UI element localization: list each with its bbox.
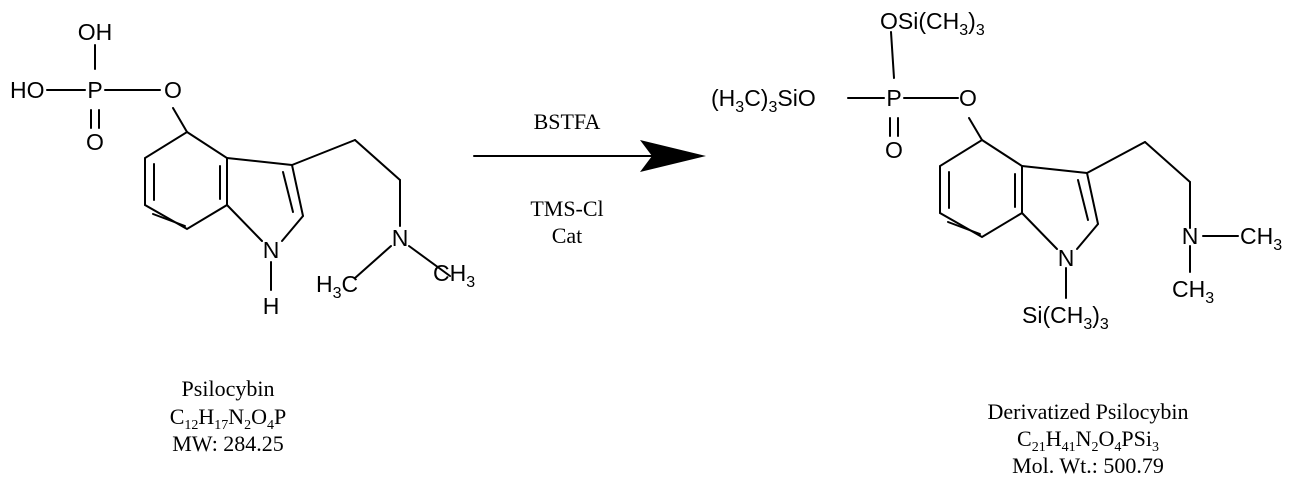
atom-phosphorus-product: P bbox=[886, 85, 901, 111]
reagent-bstfa: BSTFA bbox=[534, 109, 601, 134]
product-formula: C21H41N2O4PSi3 bbox=[1017, 426, 1159, 455]
atom-h3c: H3C bbox=[316, 271, 358, 302]
product-name: Derivatized Psilocybin bbox=[987, 399, 1188, 424]
psilocybin-caption: Psilocybin C12H17N2O4P MW: 284.25 bbox=[170, 376, 287, 456]
atom-nitrogen-ring-product: N bbox=[1058, 245, 1075, 271]
reactant-formula: C12H17N2O4P bbox=[170, 404, 287, 433]
reagent-cat: Cat bbox=[552, 223, 583, 248]
reagent-tmscl: TMS-Cl bbox=[530, 196, 603, 221]
atom-hydrogen-indole: H bbox=[263, 293, 280, 319]
atom-nitrogen-amine: N bbox=[392, 225, 409, 251]
atom-ch3-down: CH3 bbox=[1172, 276, 1214, 307]
atom-oxygen-ester: O bbox=[164, 77, 182, 103]
atom-phosphorus: P bbox=[87, 77, 102, 103]
derivatized-psilocybin-caption: Derivatized Psilocybin C21H41N2O4PSi3 Mo… bbox=[987, 399, 1188, 478]
product-mw: Mol. Wt.: 500.79 bbox=[1012, 453, 1164, 478]
atom-nitrogen-indole: N bbox=[263, 237, 280, 263]
atom-nitrogen-amine-product: N bbox=[1182, 223, 1199, 249]
atom-si-n: Si(CH3)3 bbox=[1022, 302, 1109, 333]
psilocybin-structure: OH HO P O O N H N H3C CH3 bbox=[10, 19, 475, 319]
reactant-mw: MW: 284.25 bbox=[172, 431, 284, 456]
atom-osi-top: OSi(CH3)3 bbox=[880, 8, 985, 39]
atom-oh: OH bbox=[78, 19, 113, 45]
atom-ho: HO bbox=[10, 77, 45, 103]
atom-h3c3sio: (H3C)3SiO bbox=[711, 85, 816, 116]
atom-oxygen-double: O bbox=[86, 129, 104, 155]
atom-oxygen-ester-product: O bbox=[959, 85, 977, 111]
atom-ch3-right: CH3 bbox=[1240, 223, 1282, 254]
derivatized-psilocybin-structure: OSi(CH3)3 (H3C)3SiO P O O N Si(CH3)3 N C… bbox=[711, 8, 1282, 333]
atom-ch3: CH3 bbox=[433, 260, 475, 291]
reaction-arrow: BSTFA TMS-Cl Cat bbox=[473, 109, 706, 248]
atom-oxygen-double-product: O bbox=[885, 137, 903, 163]
reactant-name: Psilocybin bbox=[182, 376, 275, 401]
